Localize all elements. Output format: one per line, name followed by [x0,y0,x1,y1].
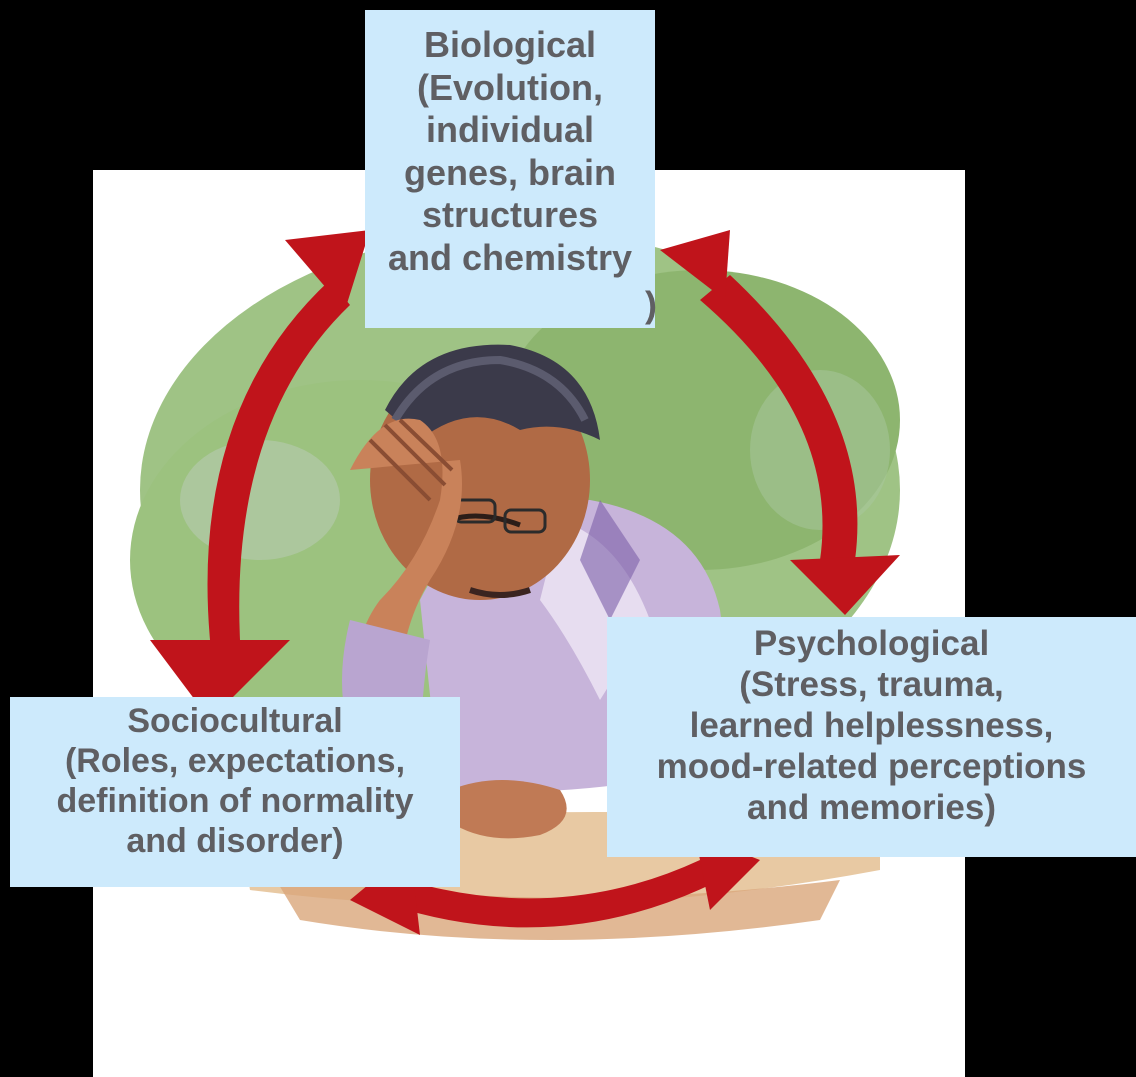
psychological-line-2: learned helplessness, [607,705,1136,746]
psychological-label: Psychological (Stress, trauma, learned h… [607,617,1136,857]
sociocultural-line-2: definition of normality [10,781,460,821]
biological-line-2: individual [365,109,655,152]
biological-closing-paren: ) [645,284,657,326]
psychological-line-3: mood-related perceptions [607,746,1136,787]
psychological-line-1: (Stress, trauma, [607,664,1136,705]
psychological-line-4: and memories) [607,787,1136,828]
biological-title: Biological [365,24,655,67]
biological-line-5: and chemistry [365,237,655,280]
psychological-title: Psychological [607,623,1136,664]
sociocultural-title: Sociocultural [10,701,460,741]
sociocultural-label: Sociocultural (Roles, expectations, defi… [10,697,460,887]
biological-line-3: genes, brain [365,152,655,195]
sociocultural-line-1: (Roles, expectations, [10,741,460,781]
sociocultural-line-3: and disorder) [10,821,460,861]
biological-label: Biological (Evolution, individual genes,… [365,10,655,328]
biological-line-4: structures [365,194,655,237]
biological-line-1: (Evolution, [365,67,655,110]
